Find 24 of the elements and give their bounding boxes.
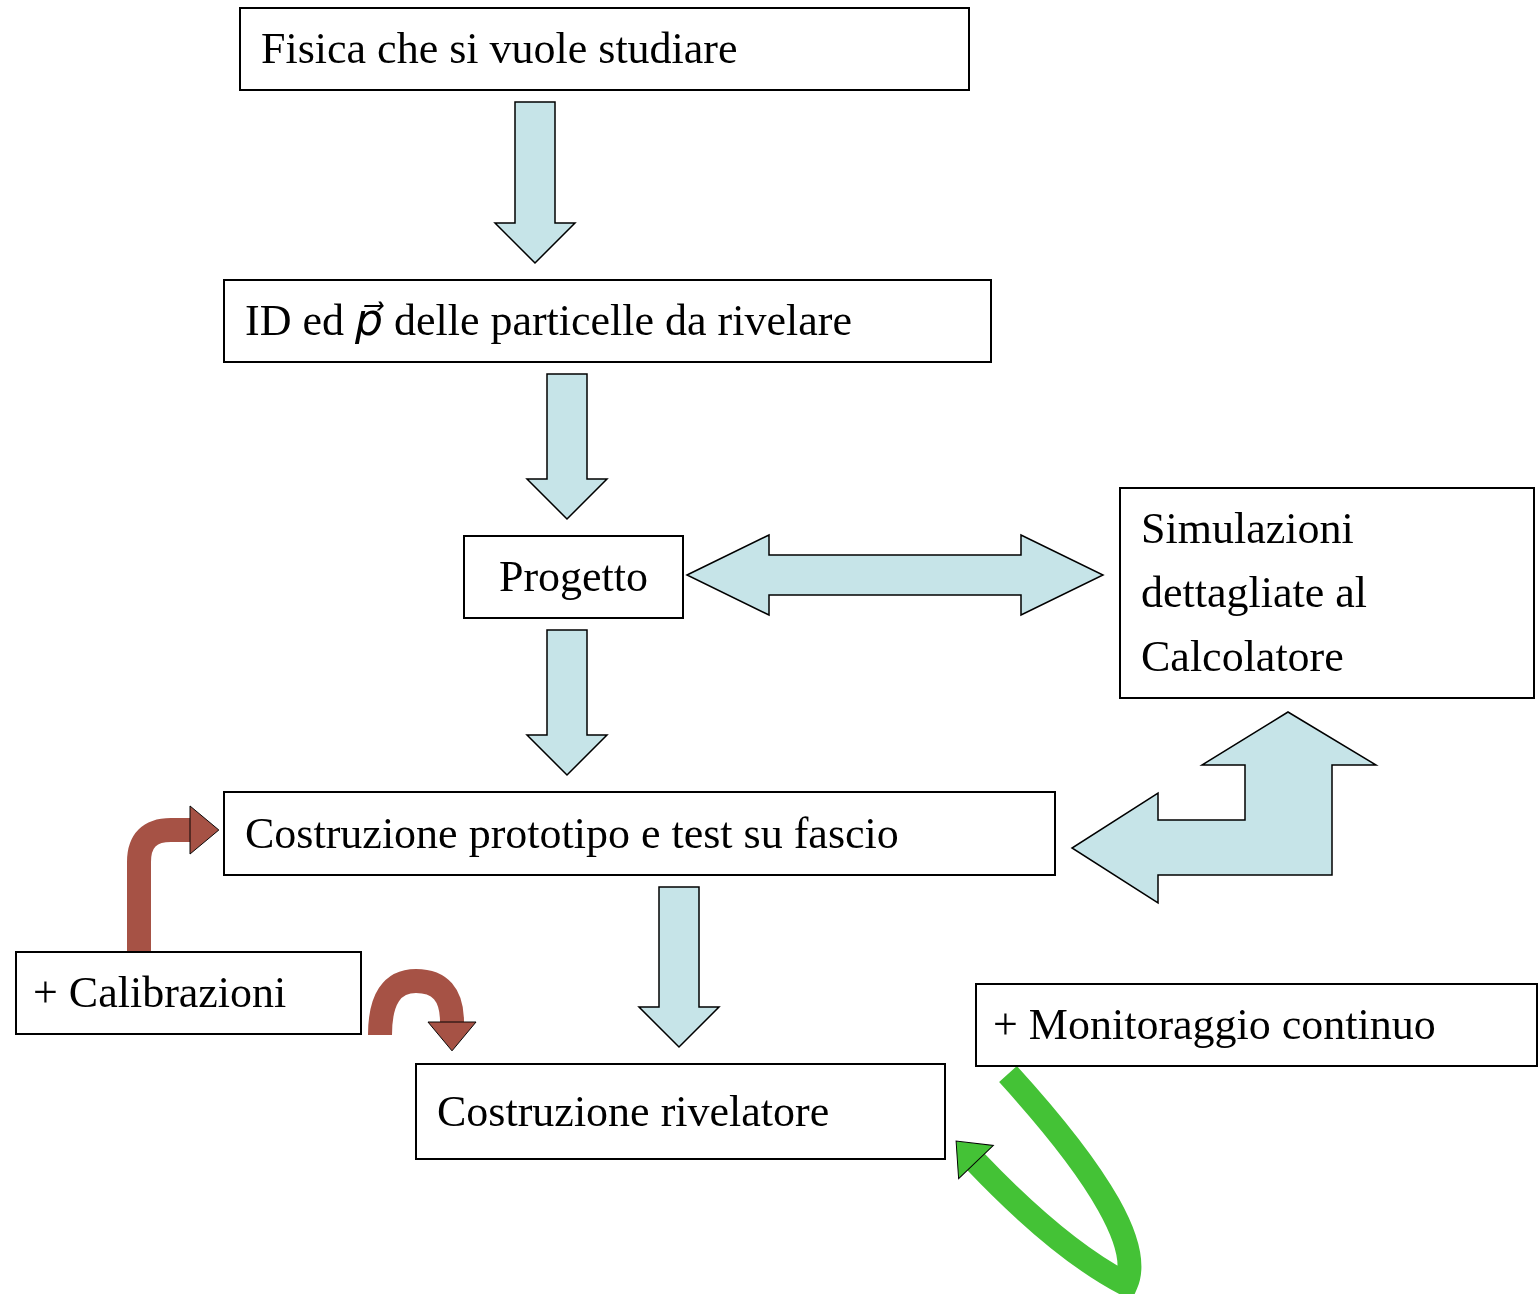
process-box	[223, 279, 992, 363]
box-text: Costruzione rivelatore	[437, 1085, 830, 1138]
box-text: Progetto	[498, 551, 649, 604]
box-text: Fisica che si vuole studiare	[261, 23, 738, 76]
block-arrow	[525, 629, 609, 777]
process-box	[415, 1063, 946, 1160]
box-text: ID ed p⃗ delle particelle da rivelare	[245, 295, 852, 348]
process-box	[223, 791, 1056, 876]
process-box	[239, 7, 970, 91]
process-box	[1119, 487, 1535, 699]
curved-arrow	[368, 969, 477, 1052]
box-text: Simulazioni dettagliate al Calcolatore	[1141, 503, 1368, 683]
block-arrow	[1070, 711, 1379, 905]
box-text: + Calibrazioni	[33, 967, 287, 1020]
box-text: Costruzione prototipo e test su fascio	[245, 807, 899, 860]
block-arrow	[525, 373, 609, 521]
process-box	[15, 951, 362, 1035]
process-box	[975, 983, 1538, 1067]
box-text: + Monitoraggio continuo	[993, 999, 1436, 1052]
process-box	[463, 535, 684, 619]
block-arrow	[637, 886, 721, 1049]
block-arrow	[493, 101, 577, 265]
curved-arrow	[127, 805, 220, 951]
block-arrow	[685, 533, 1105, 617]
